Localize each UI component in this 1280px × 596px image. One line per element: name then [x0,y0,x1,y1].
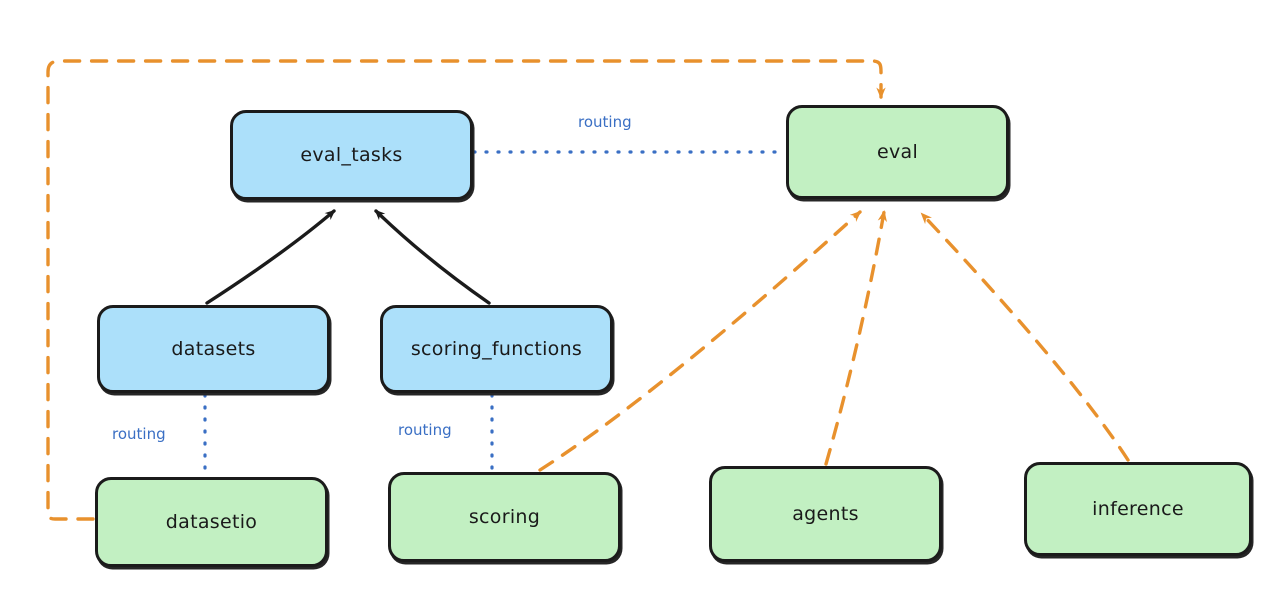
edge-datasets-to-eval-tasks [205,209,336,305]
node-label-datasets: datasets [171,338,256,360]
node-inference[interactable]: inference [1024,462,1252,556]
node-label-scoring-functions: scoring_functions [410,338,583,360]
edge-label-routing-datasets: routing [112,425,166,443]
edge-scoring-functions-to-eval-tasks [374,209,491,305]
node-label-agents: agents [792,503,859,525]
node-label-scoring: scoring [468,506,541,528]
edge-scoring-to-eval [538,210,862,472]
node-label-eval-tasks: eval_tasks [300,144,403,166]
node-label-eval: eval [876,141,919,163]
edge-datasetio-to-eval [46,59,886,521]
node-label-inference: inference [1092,498,1184,520]
node-eval-tasks[interactable]: eval_tasks [230,110,473,200]
edge-label-routing-eval-tasks: routing [578,113,632,131]
node-label-datasetio: datasetio [165,511,258,533]
node-datasets[interactable]: datasets [97,305,330,393]
edge-agents-to-eval [824,210,887,466]
node-datasetio[interactable]: datasetio [95,477,328,567]
edge-inference-to-eval [920,212,1130,462]
node-scoring[interactable]: scoring [388,472,621,562]
node-agents[interactable]: agents [709,466,942,562]
edge-label-routing-scoring-functions: routing [398,421,452,439]
node-eval[interactable]: eval [786,105,1009,199]
node-scoring-functions[interactable]: scoring_functions [380,305,613,393]
